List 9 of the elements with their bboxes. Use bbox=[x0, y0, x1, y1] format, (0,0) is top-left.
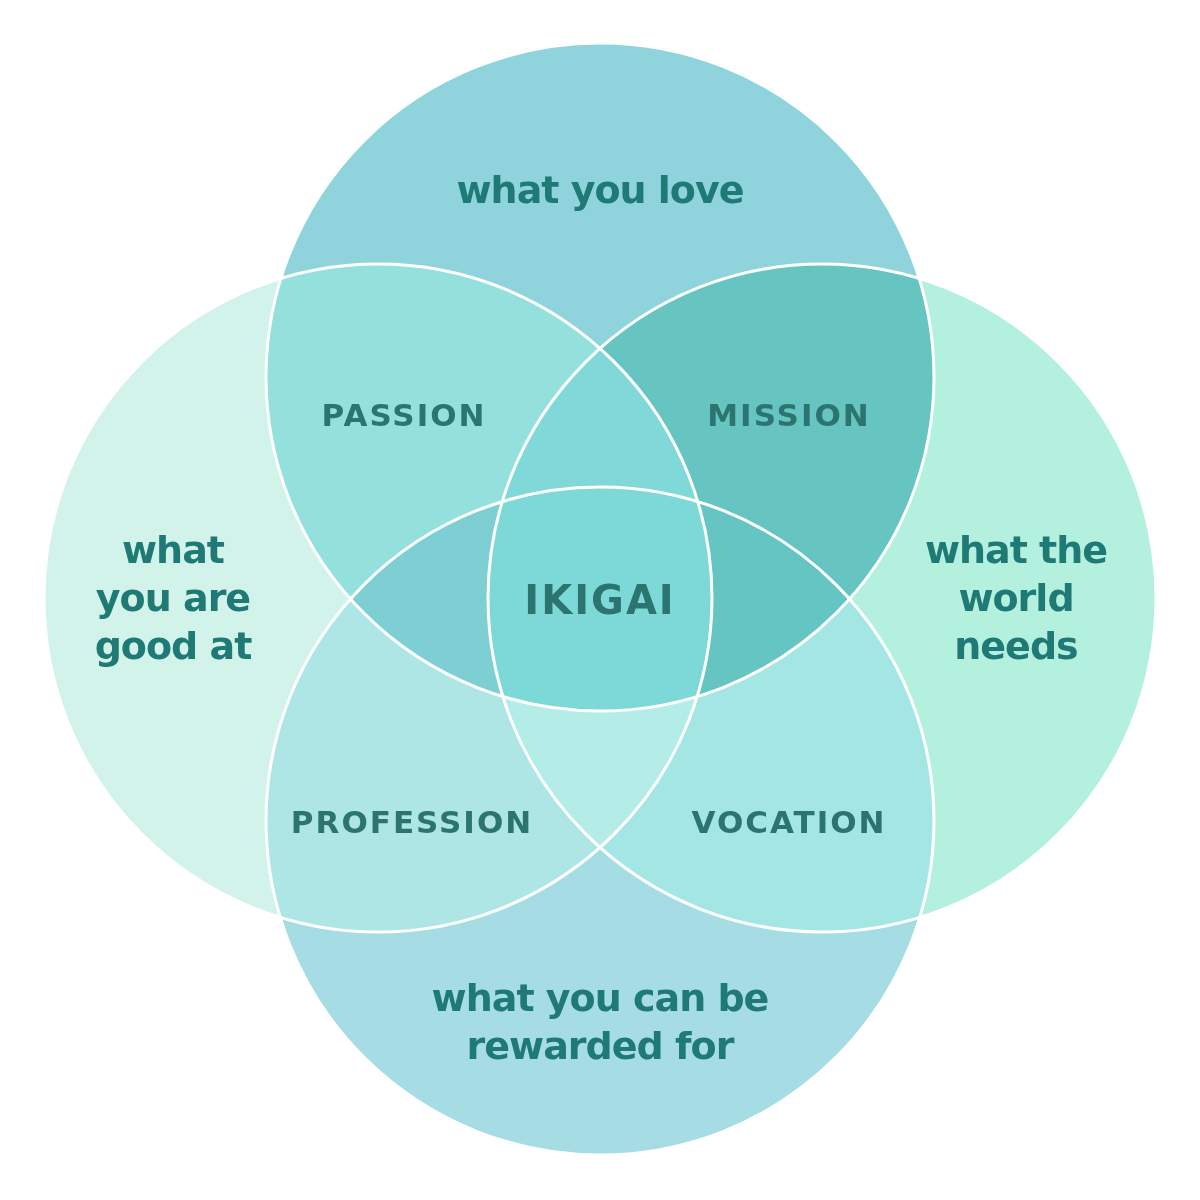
region-label: PROFESSION bbox=[290, 804, 534, 840]
region-label: VOCATION bbox=[691, 804, 887, 840]
region-label: IKIGAI bbox=[524, 577, 676, 623]
region-label: PASSION bbox=[321, 397, 487, 433]
circle-label: what you love bbox=[455, 167, 745, 214]
region-label: MISSION bbox=[707, 397, 871, 433]
circle-label: what you can be rewarded for bbox=[430, 975, 770, 1070]
circle-label: what the world needs bbox=[923, 527, 1109, 670]
circle-label: what you are good at bbox=[93, 527, 253, 670]
